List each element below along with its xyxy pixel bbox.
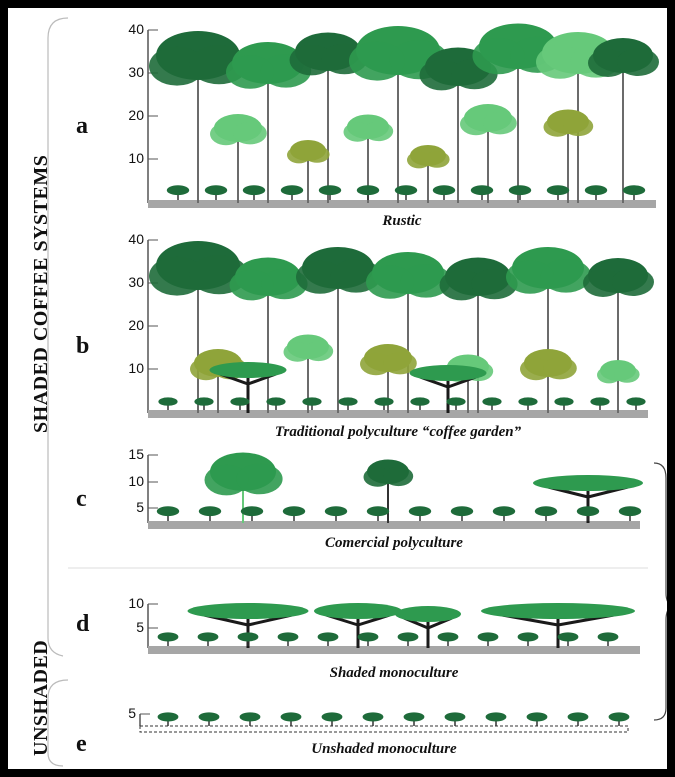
panel-d-tick: 5 — [136, 619, 144, 635]
panel-b-tick: 10 — [128, 360, 144, 376]
panel-e-axes — [139, 713, 629, 733]
tree-illustrations — [149, 23, 659, 726]
panel-c-tick: 10 — [128, 473, 144, 489]
panel-b-tick: 30 — [128, 274, 144, 290]
panel-d-axes — [147, 603, 640, 654]
panel-c-letter: c — [76, 486, 87, 512]
figure-frame: SHADED COFFEE SYSTEMS UNSHADED a b c d e… — [8, 8, 667, 769]
panel-c-axes — [147, 454, 640, 529]
shaded-bracket — [47, 17, 69, 657]
panel-e-letter: e — [76, 731, 87, 757]
panel-b-tick: 40 — [128, 231, 144, 247]
panel-b-tick: 20 — [128, 317, 144, 333]
right-bracket — [653, 462, 667, 721]
panel-a-caption: Rustic — [382, 213, 422, 229]
panel-e-tick: 5 — [128, 705, 136, 721]
panel-b-caption: Traditional polyculture “coffee garden” — [274, 424, 522, 440]
panel-d-caption: Shaded monoculture — [329, 665, 459, 681]
panel-a-letter: a — [76, 113, 88, 139]
panel-a-tick: 20 — [128, 107, 144, 123]
panel-c-tick: 15 — [128, 446, 144, 462]
panel-c-tick: 5 — [136, 499, 144, 515]
panel-d-letter: d — [76, 611, 90, 637]
panel-b-letter: b — [76, 333, 90, 359]
figure-canvas — [47, 17, 667, 767]
panel-a-tick: 40 — [128, 21, 144, 37]
unshaded-bracket — [47, 679, 69, 767]
panel-a-tick: 10 — [128, 150, 144, 166]
panel-a-tick: 30 — [128, 64, 144, 80]
unshaded-label: UNSHADED — [30, 639, 52, 756]
panel-e-caption: Unshaded monoculture — [311, 741, 457, 757]
shaded-systems-label: SHADED COFFEE SYSTEMS — [30, 154, 52, 433]
panel-d-tick: 10 — [128, 595, 144, 611]
panel-c-caption: Comercial polyculture — [325, 535, 463, 551]
